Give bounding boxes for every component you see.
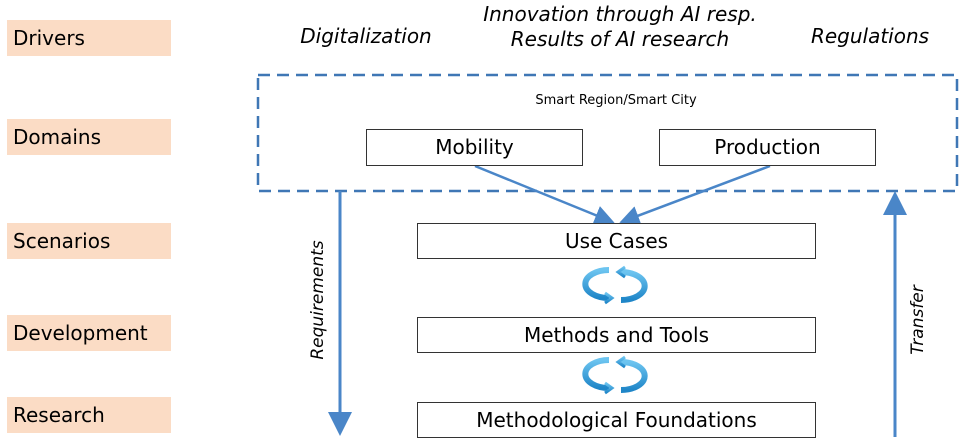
requirements-label: Requirements: [308, 240, 328, 360]
production-arrow: [619, 164, 771, 226]
driver-regulations: Regulations: [810, 24, 930, 48]
development-methods-tools: Methods and Tools: [417, 317, 816, 353]
research-foundations: Methodological Foundations: [417, 402, 816, 438]
cycle-icon: [582, 265, 648, 305]
driver-innovation-line2: Results of AI research: [510, 27, 730, 51]
driver-innovation-line1: Innovation through AI resp.: [483, 2, 757, 26]
driver-digitalization: Digitalization: [300, 24, 432, 48]
level-label-research: Research: [7, 397, 171, 433]
level-label-scenarios: Scenarios: [7, 223, 171, 259]
level-label-development: Development: [7, 315, 171, 351]
level-label-domains: Domains: [7, 119, 171, 155]
scenario-use-cases: Use Cases: [417, 223, 816, 259]
transfer-label: Transfer: [908, 285, 928, 355]
domain-group-frame: [256, 73, 959, 193]
cycle-icon: [582, 355, 648, 395]
level-label-drivers: Drivers: [7, 20, 171, 56]
domain-group-title: Smart Region/Smart City: [535, 93, 697, 108]
domain-production: Production: [659, 129, 876, 166]
mobility-arrow: [474, 164, 615, 225]
domain-mobility: Mobility: [366, 129, 583, 166]
